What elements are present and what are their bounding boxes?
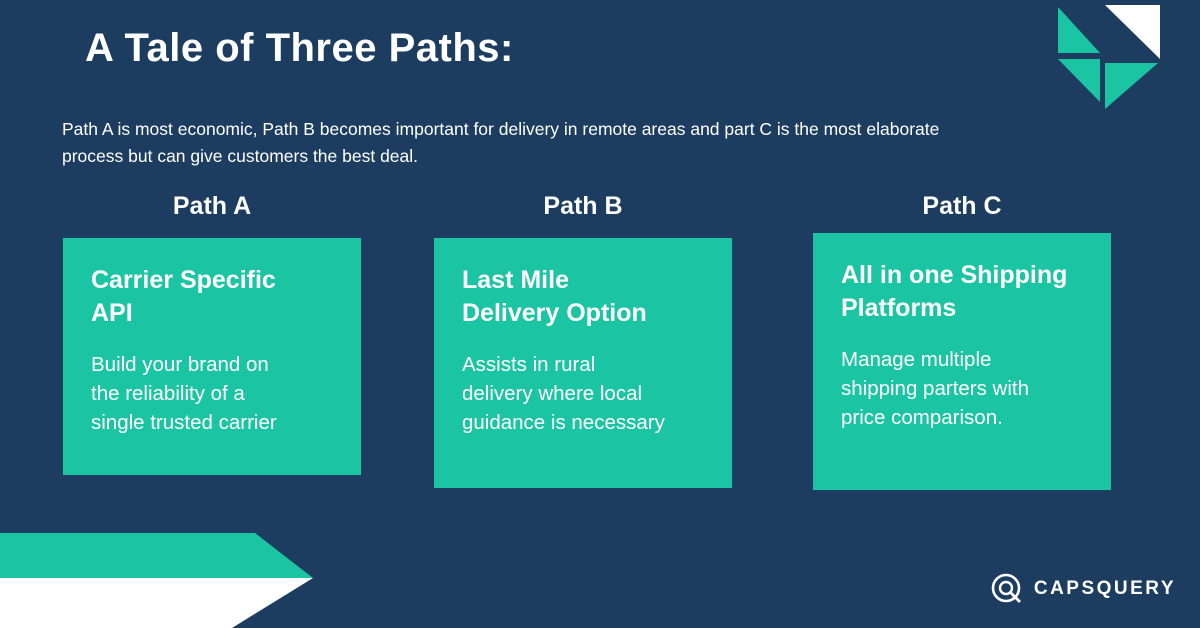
path-c-card: All in one Shipping Platforms Manage mul…: [813, 233, 1111, 490]
logo-text: CAPSQUERY: [1033, 578, 1176, 599]
path-c-card-title: All in one Shipping Platforms: [841, 261, 1068, 322]
path-a-label: Path A: [172, 192, 252, 220]
slide-subtitle: Path A is most economic, Path B becomes …: [62, 119, 940, 167]
path-b-card-body: Assists in rural delivery where local gu…: [462, 353, 665, 435]
path-c-label: Path C: [922, 192, 1002, 220]
path-a-card-body: Build your brand on the reliability of a…: [91, 353, 277, 435]
bottom-ribbon-decoration: [0, 533, 313, 628]
path-b-label: Path B: [543, 192, 623, 220]
slide-title: A Tale of Three Paths:: [85, 26, 514, 70]
path-b-card: Last Mile Delivery Option Assists in rur…: [434, 238, 732, 488]
corner-triangles-decoration: [1058, 5, 1160, 109]
capsquery-logo-icon: [991, 573, 1021, 603]
path-a-card-title: Carrier Specific API: [91, 266, 276, 327]
path-b-card-title: Last Mile Delivery Option: [462, 266, 647, 327]
path-c-card-body: Manage multiple shipping parters with pr…: [841, 348, 1030, 430]
logo: CAPSQUERY: [990, 572, 1176, 606]
path-a-card: Carrier Specific API Build your brand on…: [63, 238, 361, 475]
